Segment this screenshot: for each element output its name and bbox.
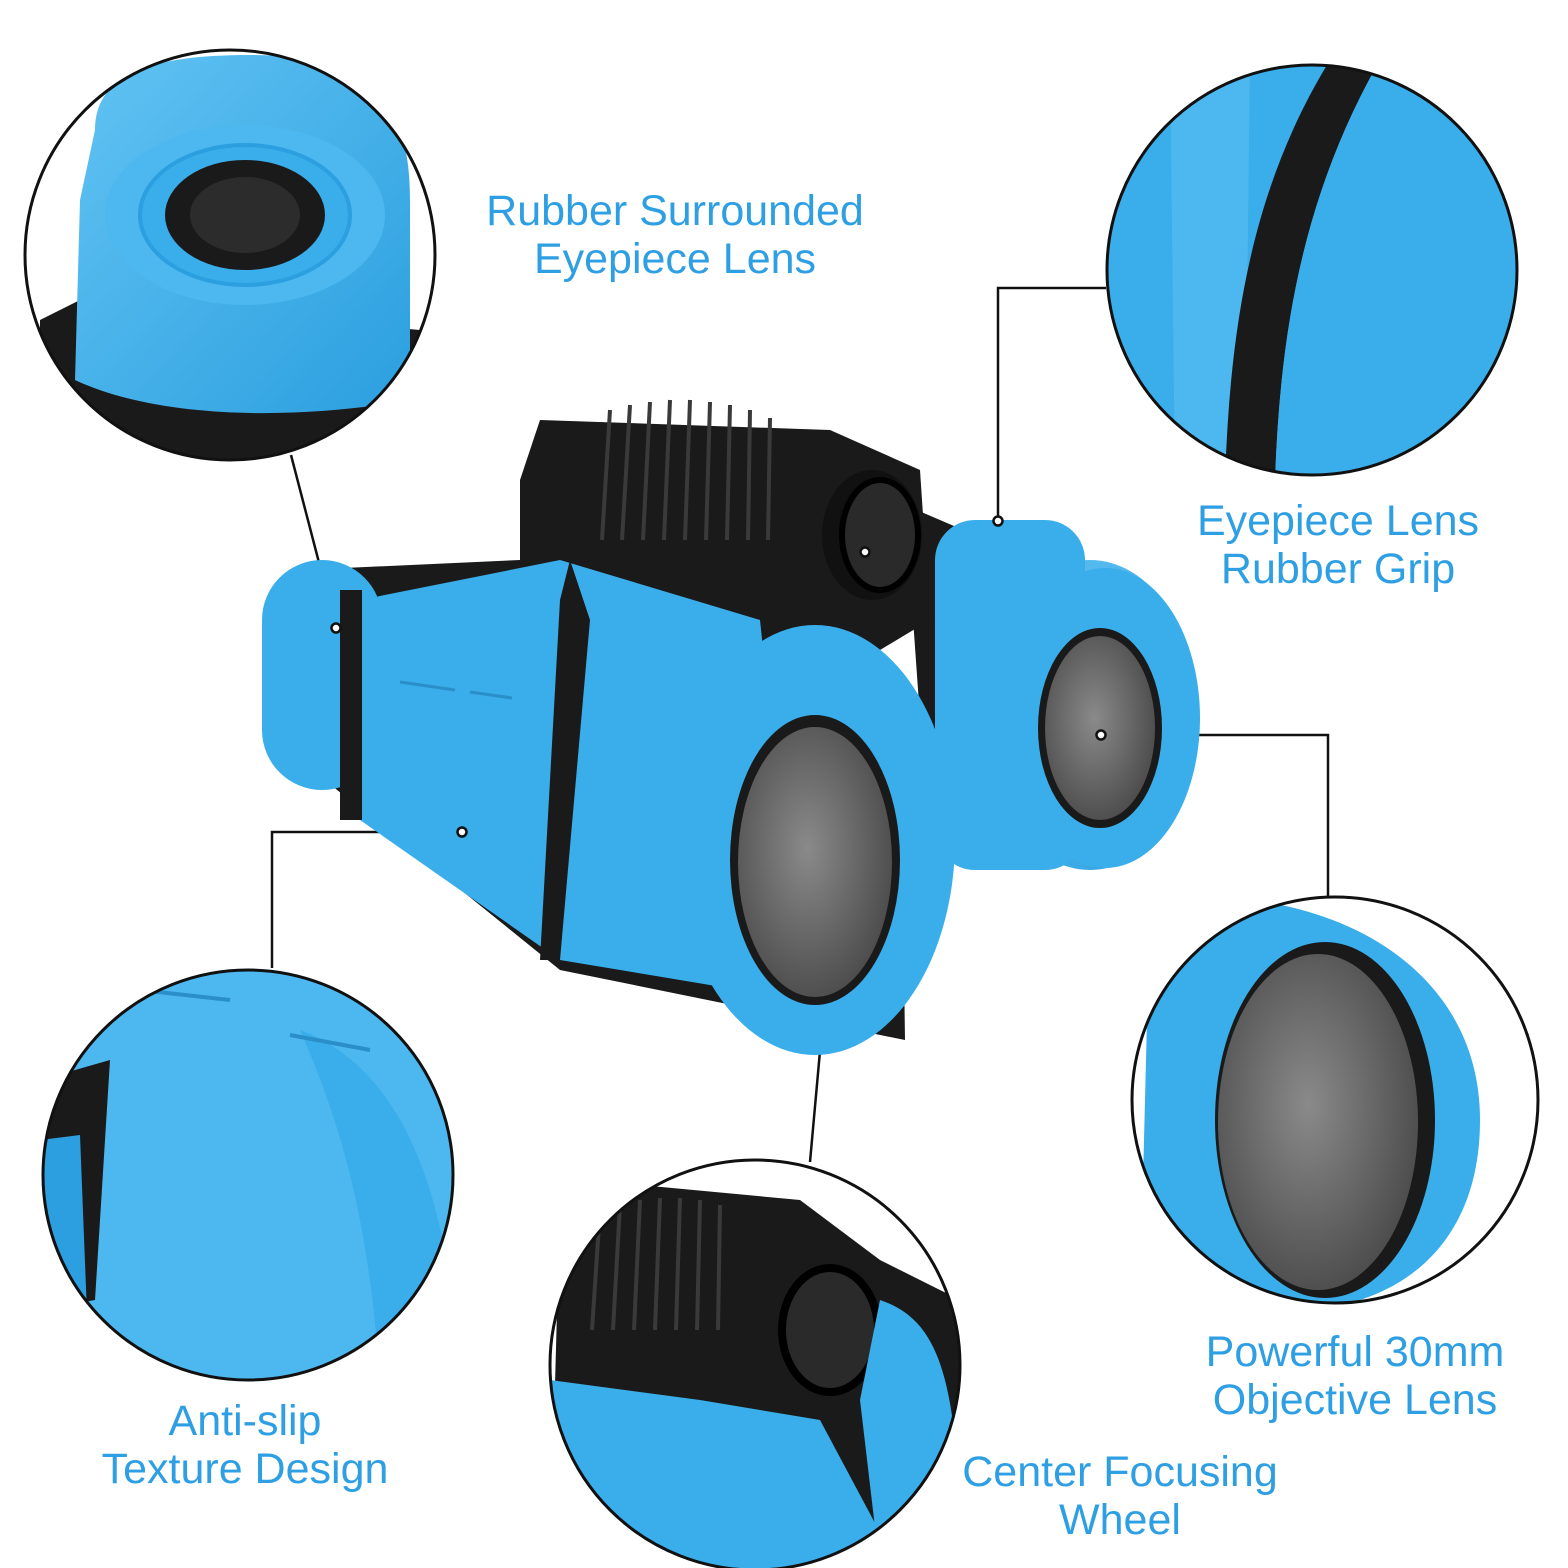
callout-anchor-dots — [330, 515, 1107, 838]
focus-wheel-ridges — [600, 399, 772, 541]
callout-label-focus-wheel: Center Focusing Wheel — [945, 1448, 1295, 1544]
callout-label-line: Center Focusing — [962, 1448, 1278, 1496]
callout-label-line: Eyepiece Lens — [1196, 497, 1480, 545]
callout-label-rubber-grip: Eyepiece Lens Rubber Grip — [1160, 497, 1516, 593]
focus-wheel-closeup-circle — [548, 1158, 962, 1568]
callout-label-line: Eyepiece Lens — [533, 235, 817, 283]
callout-label-anti-slip: Anti-slip Texture Design — [80, 1397, 410, 1493]
binoculars-product-image — [262, 399, 1200, 1055]
callout-label-line: Rubber Surrounded — [486, 187, 864, 235]
callout-label-line: Objective Lens — [1212, 1376, 1498, 1424]
callout-label-objective-lens: Powerful 30mm Objective Lens — [1185, 1328, 1525, 1424]
callout-label-line: Rubber Grip — [1220, 545, 1456, 593]
texture-closeup-circle — [41, 968, 455, 1382]
callout-label-line: Anti-slip — [168, 1397, 322, 1445]
rubber-grip-closeup-circle — [1105, 63, 1519, 477]
callout-label-line: Texture Design — [101, 1445, 389, 1493]
callout-label-eyepiece-lens: Rubber Surrounded Eyepiece Lens — [470, 187, 880, 283]
callout-label-line: Wheel — [1059, 1496, 1181, 1544]
callout-label-line: Powerful 30mm — [1205, 1328, 1505, 1376]
eyepiece-closeup-circle — [23, 48, 437, 462]
objective-lens-closeup-circle — [1130, 895, 1540, 1305]
